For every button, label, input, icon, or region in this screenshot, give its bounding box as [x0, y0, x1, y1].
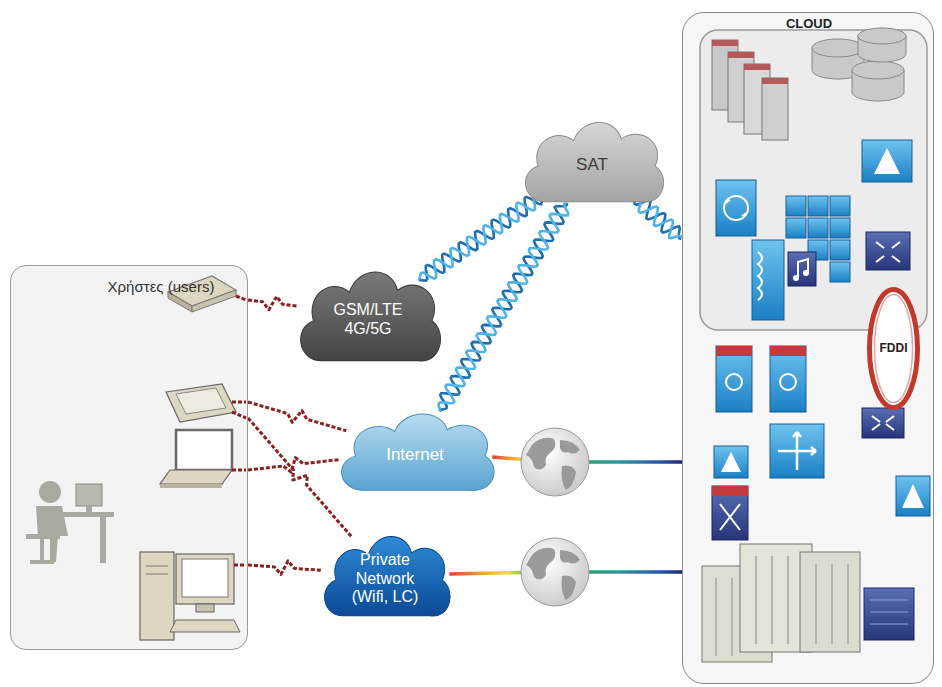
dashed-link: [248, 418, 352, 537]
wireless-link: [248, 418, 352, 537]
cloud-panel-fill: [682, 12, 934, 684]
panel-title: CLOUD: [749, 17, 869, 32]
atm-switch: [712, 486, 748, 540]
server-racks: [702, 544, 914, 662]
cloud-shape: [301, 272, 441, 361]
network-label: Private Network (Wifi, LC): [340, 551, 430, 606]
group-panel: CLOUD FDDI: [682, 12, 934, 684]
cloud-inner-panel: [700, 30, 927, 330]
access-point-icon: [896, 476, 930, 516]
wireless-link: [248, 297, 297, 310]
helix-strand: [439, 203, 567, 411]
globe-icon: [521, 428, 589, 496]
network-label: Internet: [386, 445, 444, 465]
cloud-shape: [325, 537, 451, 617]
network-label: GSM/LTE 4G/5G: [328, 301, 408, 338]
user-figure: [26, 481, 114, 564]
fddi-ring: FDDI: [866, 286, 921, 411]
router-icon: [716, 180, 756, 236]
wireless-link: [248, 402, 346, 431]
rack-icon: [752, 240, 784, 320]
network-cloud: Private Network (Wifi, LC): [315, 524, 455, 626]
cloud-shape: [525, 123, 663, 203]
panel-title: Χρήστες (users): [106, 278, 216, 295]
satellite-link: [419, 193, 544, 281]
satellite-link: [633, 197, 682, 239]
switch-icon: [866, 232, 910, 270]
network-cloud: SAT: [515, 110, 669, 212]
helix-strand: [633, 197, 681, 239]
network-label: SAT: [576, 155, 608, 175]
ring-shape: [870, 290, 918, 408]
firewall-switch: [716, 346, 806, 412]
server-stack: [712, 40, 788, 140]
helix-strand: [419, 193, 544, 280]
group-panel: Χρήστες (users): [10, 265, 248, 650]
dashed-link: [248, 297, 297, 310]
helix-strand: [419, 194, 544, 281]
switch-icon: [862, 408, 904, 438]
helix-strand: [633, 197, 682, 239]
satellite-link: [439, 202, 568, 411]
globe-icon: [521, 538, 589, 606]
media-server-icon: [788, 252, 816, 286]
dashed-link: [248, 402, 346, 431]
access-point-icon: [862, 140, 912, 182]
tablet-device: [166, 384, 236, 422]
users-panel-fill: [10, 265, 248, 650]
network-cloud: GSM/LTE 4G/5G: [290, 258, 446, 372]
ring-label: FDDI: [880, 342, 908, 356]
access-point-icon: [714, 446, 748, 478]
device-link-stubs: [232, 296, 246, 565]
laptop-device: [160, 430, 232, 488]
multilayer-switch: [770, 424, 824, 478]
network-cloud: Internet: [330, 402, 500, 500]
wireless-link: [248, 561, 321, 575]
dashed-link: [248, 561, 321, 575]
helix-strand: [439, 202, 568, 411]
desktop-pc: [140, 552, 240, 640]
disk-storage: [812, 28, 906, 101]
ring-inner: [875, 295, 913, 403]
cloud-shape: [342, 414, 495, 490]
